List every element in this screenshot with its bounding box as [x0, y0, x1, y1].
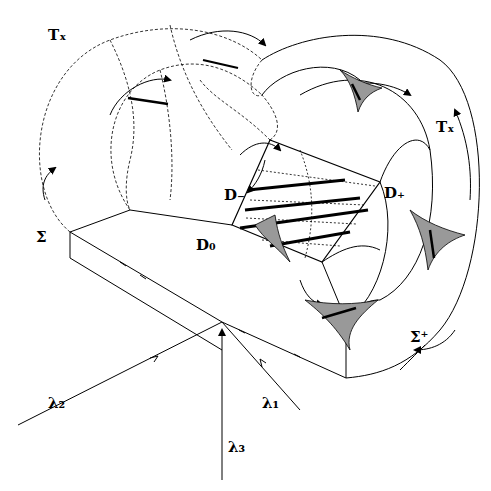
axis-label: λ₁	[262, 396, 279, 411]
surface-label: Σ⁺	[410, 330, 429, 345]
point-label: D₊	[384, 186, 405, 201]
axis-label: λ₃	[228, 440, 245, 455]
point-label: D₀	[196, 238, 216, 253]
map-label: Tₓ	[48, 28, 66, 43]
surface-label: Σ	[36, 230, 47, 245]
point-label: D₋	[224, 188, 245, 203]
map-label: Tₓ	[436, 120, 454, 135]
axis-label: λ₂	[48, 396, 65, 411]
